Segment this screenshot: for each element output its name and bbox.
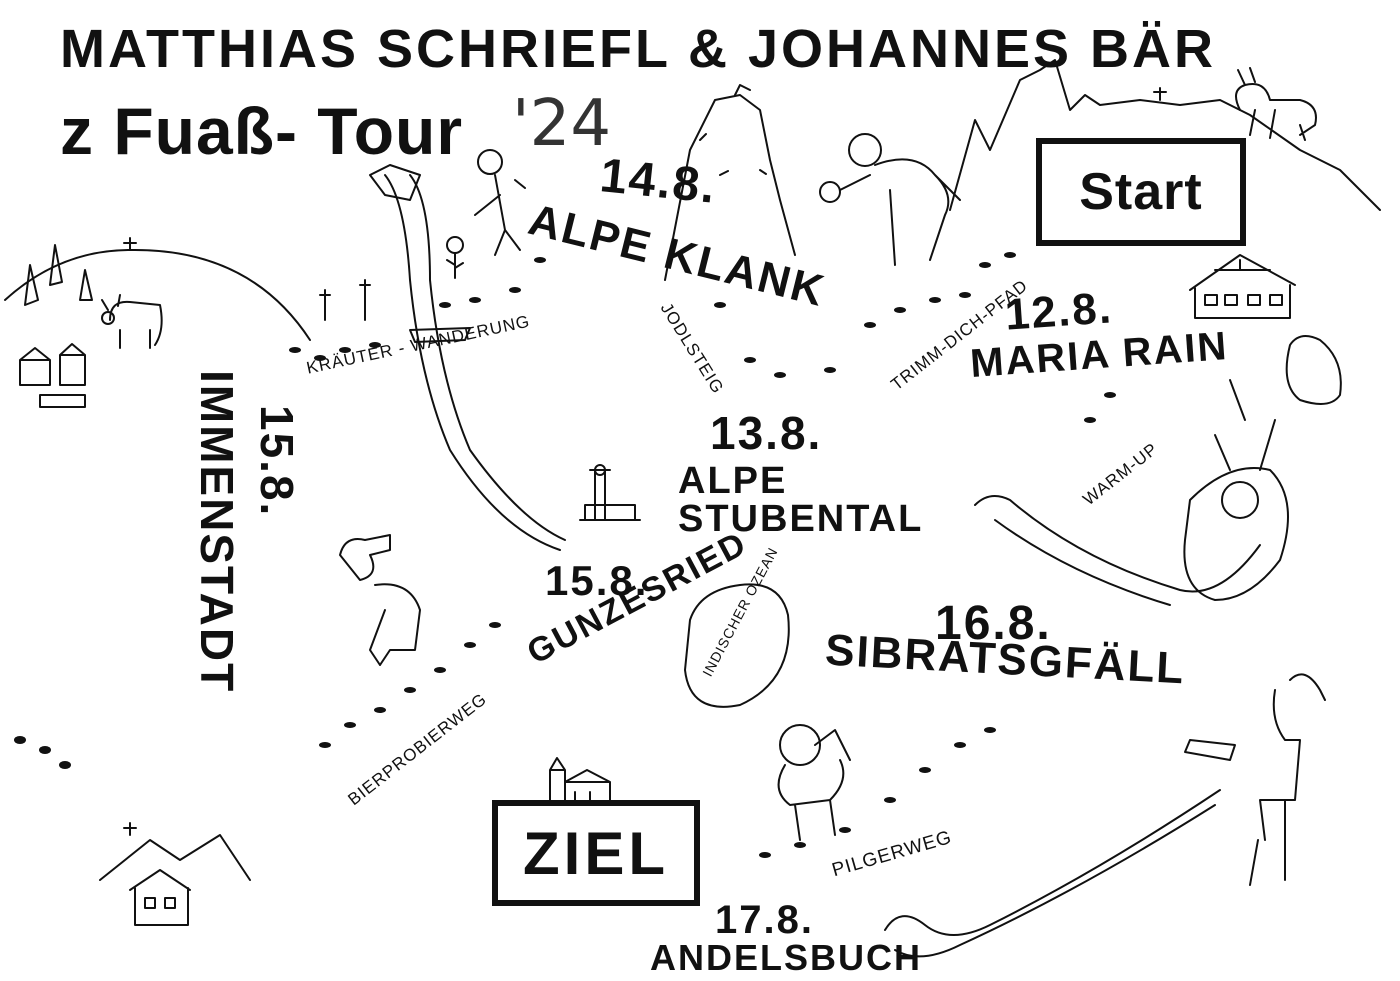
stage-17-date: 17.8. [715,898,814,942]
church-icon [549,757,611,806]
cow-icon [101,294,163,349]
header-year: '24 [512,87,612,161]
footprint-icon [434,667,446,673]
stage-13-place-line1: Alpe [678,460,788,502]
footprint-icon [1104,392,1116,398]
summit-cross-icon [123,237,137,251]
footprint-icon [314,355,326,361]
footprint-icon [489,622,501,628]
cliff-icon [664,84,796,281]
footprint-icon [374,707,386,713]
stage-14-date: 14.8. [597,149,720,214]
footprint-icon [954,742,966,748]
hiker-icon [474,149,526,256]
start-box: Start [1036,138,1246,246]
summit-cross-icon [123,822,137,836]
ski-path-icon [369,164,566,551]
stage-15-immenstadt-date: 15.8. [251,405,303,518]
footprint-icon [1004,252,1016,258]
footprint-icon [469,297,481,303]
summit-cross-icon [1153,87,1167,101]
footprint-icon [534,257,546,263]
footprint-icon [1084,417,1096,423]
footprint-icon [984,727,996,733]
ziel-label: Ziel [523,819,669,887]
stage-13-place-line2: Stubental [678,498,924,540]
alpine-hut-icon [99,822,251,926]
footprint-icon [824,367,836,373]
alphorn-icon [974,335,1342,606]
footprint-icon [369,342,381,348]
footprint-icon [14,736,26,744]
stage-15-immenstadt-place: Immenstadt [191,370,243,694]
tower-icon [579,464,641,521]
footprint-icon [59,761,71,769]
flower-icon [319,236,464,321]
pilgrim-icon [777,724,851,841]
footprint-icon [714,302,726,308]
hiker-icon [819,133,961,266]
stage-15-gunzesried-date: 15.8. [545,557,649,604]
footprint-icon [464,642,476,648]
village-icon [19,343,86,408]
footprint-icon [509,287,521,293]
stage-13-date: 13.8. [710,407,823,459]
footprint-icon [39,746,51,754]
footprint-icon [289,347,301,353]
stage-17-place: Andelsbuch [650,937,922,978]
footprint-icon [439,302,451,308]
hill-icon [4,237,311,341]
footprint-icon [744,357,756,363]
footprint-icon [774,372,786,378]
start-label: Start [1079,163,1203,221]
alphorn-icon [884,673,1326,958]
footprint-icon [344,722,356,728]
footprint-icon [839,827,851,833]
footprint-icon [864,322,876,328]
footprint-icon [339,347,351,353]
header-subtitle: z Fuaß- Tour [60,98,463,164]
footprint-icon [884,797,896,803]
footprint-icon [794,842,806,848]
tree-icon [24,244,93,306]
footprint-icon [919,767,931,773]
footprint-trail [14,252,1116,858]
footprint-icon [404,687,416,693]
stage-16-date: 16.8. [935,597,1052,650]
lake-icon [684,583,790,708]
footprint-icon [759,852,771,858]
footprint-icon [959,292,971,298]
alpine-hut-icon [1189,254,1296,319]
ziel-box: Ziel [492,800,700,906]
footprint-icon [979,262,991,268]
footprint-icon [319,742,331,748]
footprint-icon [929,297,941,303]
photographer-icon [339,534,421,666]
mountain-range-icon [949,59,1381,211]
footprint-icon [894,307,906,313]
header-subtitle-text: z Fuaß- Tour [60,94,464,168]
goat-icon [1235,67,1317,141]
header-names: Matthias Schriefl & Johannes Bär [60,19,1217,79]
